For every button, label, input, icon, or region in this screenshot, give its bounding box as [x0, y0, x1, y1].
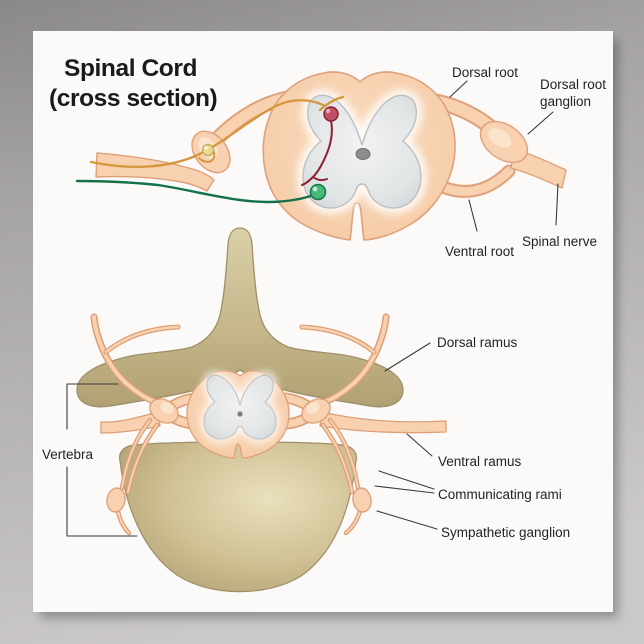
lc2 — [127, 424, 158, 493]
left-medial-twig — [104, 325, 180, 354]
right-ventral-ramus — [319, 411, 447, 434]
label-vertebra: Vertebra — [42, 447, 94, 462]
motor-neuron-cell-body — [309, 183, 327, 201]
right-spinal-nerve — [510, 148, 567, 189]
lc1 — [121, 419, 151, 489]
label-ventral-root: Ventral root — [445, 244, 514, 259]
interneuron-axon-fork — [301, 176, 328, 186]
interneuron-highlight — [325, 108, 331, 114]
sympathetic-ganglion-left — [106, 487, 126, 513]
top-figure-spinal-cord-cross-section: Dorsal root Dorsal root ganglion Ventral… — [75, 65, 606, 259]
leader-ventral-ramus — [406, 433, 433, 457]
leader-dorsal-root — [449, 80, 468, 98]
sensory-cell-body — [201, 143, 215, 157]
leader-dorsal-ramus — [384, 342, 431, 372]
rc2 — [322, 424, 353, 493]
central-canal — [355, 148, 371, 160]
bottom-figure-vertebra: Vertebra Dorsal ramus Ventral ramus Comm… — [42, 227, 570, 593]
poster-title-line2: (cross section) — [49, 85, 217, 112]
dorsal-rami — [90, 313, 390, 408]
interneuron-axon — [312, 120, 333, 178]
right-ganglion-highlight — [488, 128, 512, 148]
vertebra-bracket — [66, 383, 138, 537]
sensory-fiber-terminal — [318, 95, 345, 112]
label-dorsal-ramus: Dorsal ramus — [437, 335, 518, 350]
communicating-rami — [106, 417, 372, 536]
leader-dorsal-root-ganglion — [527, 111, 554, 135]
vertebral-arch — [76, 227, 404, 408]
poster-title-line1: Spinal Cord — [64, 55, 197, 82]
gray-matter-small — [203, 374, 277, 440]
sympathetic-ganglion-right — [352, 487, 372, 513]
interneuron-cell-body — [323, 106, 339, 122]
leader-communicating-rami-2 — [374, 485, 435, 494]
sensory-cell-highlight — [204, 146, 208, 150]
right-medial-twig — [300, 325, 376, 354]
leader-communicating-rami-1 — [378, 470, 435, 490]
label-dorsal-root-ganglion-line2: ganglion — [540, 94, 591, 109]
label-dorsal-root-ganglion-line1: Dorsal root — [540, 77, 606, 92]
label-ventral-ramus: Ventral ramus — [438, 454, 522, 469]
motor-neuron-highlight — [312, 186, 318, 192]
leader-ventral-root — [468, 199, 478, 232]
left-nerve-trunk — [95, 152, 215, 192]
label-spinal-nerve: Spinal nerve — [522, 234, 597, 249]
leader-sympathetic-ganglion — [376, 510, 438, 530]
rc1 — [329, 419, 359, 489]
label-dorsal-root: Dorsal root — [452, 65, 518, 80]
left-ganglion-tail — [117, 510, 130, 534]
motor-neuron-axon — [75, 179, 313, 204]
sensory-fiber — [89, 99, 325, 168]
central-canal-small — [237, 411, 243, 417]
right-ganglion-tail — [345, 510, 361, 534]
leader-spinal-nerve — [555, 183, 559, 226]
nerve-roots — [149, 392, 331, 430]
label-communicating-rami: Communicating rami — [438, 487, 562, 502]
right-root-ganglion-highlight — [306, 402, 320, 414]
label-sympathetic-ganglion: Sympathetic ganglion — [441, 525, 570, 540]
left-root-ganglion-highlight — [160, 402, 174, 414]
